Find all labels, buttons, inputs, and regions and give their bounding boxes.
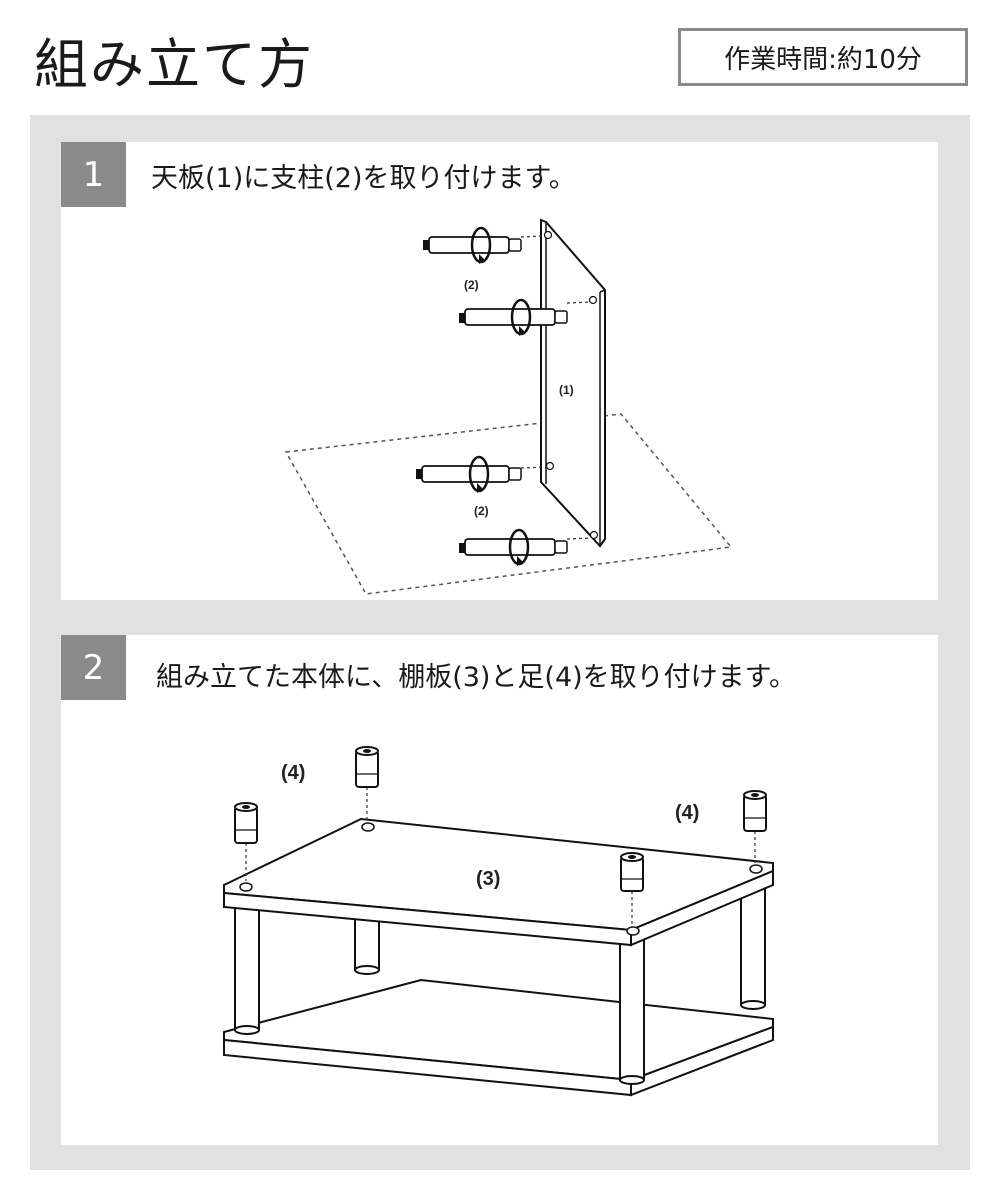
label-feet-right: (4): [675, 802, 699, 824]
step-2-card: 2 組み立てた本体に、棚板(3)と足(4)を取り付けます。 (3): [61, 635, 938, 1145]
pillar-back-left: [354, 914, 380, 971]
floor-plane: [284, 413, 733, 595]
label-pillars-lower: (2): [474, 504, 489, 518]
step-1-card: 1 天板(1)に支柱(2)を取り付けます。: [61, 142, 938, 600]
page-title: 組み立て方: [34, 33, 314, 96]
pillar-upper-b: [459, 298, 592, 336]
foot-front-right: [620, 852, 644, 925]
pillar-back-right: [740, 879, 766, 1006]
step-2-illustration: (3) (4): [223, 746, 774, 1097]
label-pillars-upper: (2): [464, 278, 479, 292]
label-shelf: (3): [476, 868, 500, 890]
step-instruction: 天板(1)に支柱(2)を取り付けます。: [151, 163, 576, 194]
work-time-box: 作業時間:約10分: [678, 28, 968, 86]
label-feet-left: (4): [281, 762, 305, 784]
pillar-front-right: [619, 939, 645, 1081]
step-instruction: 組み立てた本体に、棚板(3)と足(4)を取り付けます。: [156, 662, 796, 693]
label-top-panel: (1): [559, 383, 574, 397]
foot-back-left: [355, 746, 379, 821]
step-1-illustration: (2) (1) (2): [284, 218, 733, 595]
shelf-side: [630, 869, 774, 947]
foot-back-right: [743, 790, 767, 863]
bottom-panel-side: [630, 1025, 774, 1097]
pillar-lower-a: [416, 455, 548, 493]
step-number-badge: 1: [61, 142, 126, 207]
step-number-badge: 2: [61, 635, 126, 700]
pillar-lower-b: [459, 528, 592, 566]
foot-front-left: [234, 802, 258, 881]
pillar-upper-a: [423, 226, 546, 264]
pillar-front-left: [234, 904, 260, 1031]
